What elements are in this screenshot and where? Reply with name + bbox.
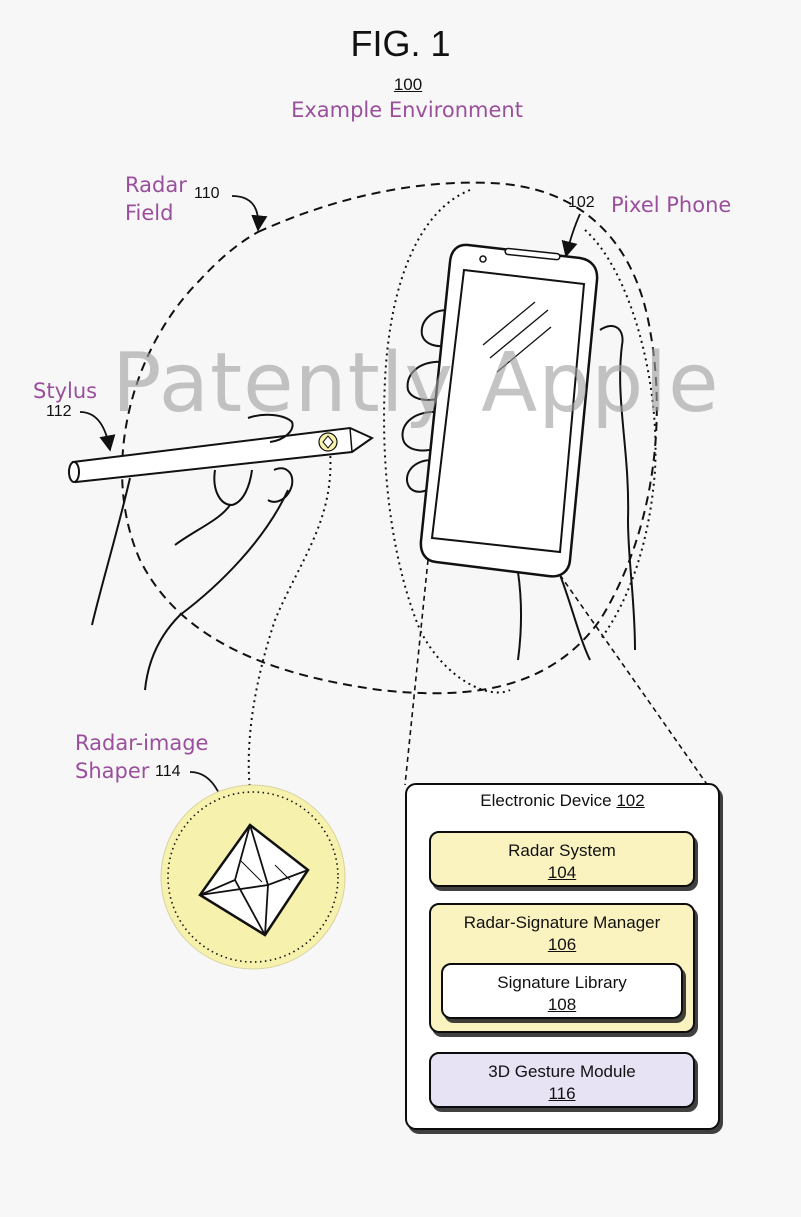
- phone-dotted-region: [383, 189, 511, 694]
- gesture-module-box: [429, 1052, 695, 1108]
- left-hand-drawing: [91, 413, 294, 691]
- right-hand-drawing: [401, 309, 636, 661]
- electronic-device-title: Electronic Device 102: [406, 792, 719, 809]
- stylus-ref: 112: [46, 403, 72, 420]
- radar-field-label-line2: Field: [125, 201, 174, 225]
- radar-system-ref: 104: [547, 863, 577, 882]
- shaper-label-line2: Shaper: [75, 759, 150, 783]
- radar-field-label-line1: Radar: [125, 173, 187, 197]
- phone-projection-left: [404, 559, 429, 786]
- signature-library-label: Signature Library: [497, 973, 627, 992]
- pixel-phone-leader: [561, 213, 581, 258]
- signature-manager-ref: 106: [547, 935, 577, 954]
- radar-system-label: Radar System: [508, 841, 616, 860]
- watermark: Patently Apple: [112, 336, 720, 431]
- signature-manager-label: Radar-Signature Manager: [463, 913, 661, 932]
- radar-field-leader: [231, 195, 268, 232]
- figure-number: 100: [393, 75, 423, 94]
- radar-field-boundary: [121, 181, 658, 695]
- shaper-circle-drawing: [160, 784, 346, 970]
- electronic-device-ref: 102: [616, 791, 645, 810]
- pixel-phone-label: Pixel Phone: [611, 193, 732, 217]
- figure-caption: Example Environment: [291, 98, 523, 122]
- figure-title: FIG. 1: [350, 23, 451, 64]
- electronic-device-title-text: Electronic Device: [480, 791, 612, 810]
- stylus-to-shaper-connector: [247, 449, 332, 791]
- shaper-label-line1: Radar-image: [75, 731, 209, 755]
- signature-library-box: [441, 963, 683, 1019]
- radar-system-box: [429, 831, 695, 887]
- pixel-phone-ref: 102: [568, 194, 595, 211]
- stylus-leader: [79, 411, 116, 452]
- phone-projection-right: [559, 574, 719, 801]
- pixel-phone-drawing: [419, 243, 599, 578]
- gesture-module-ref: 116: [548, 1084, 576, 1103]
- shaper-ref: 114: [155, 763, 181, 780]
- signature-library-ref: 108: [547, 995, 577, 1014]
- phone-dotted-region-right: [584, 229, 657, 641]
- gesture-module-label: 3D Gesture Module: [488, 1062, 636, 1081]
- stylus-drawing: [68, 426, 375, 484]
- stylus-label: Stylus: [33, 379, 98, 403]
- radar-field-ref: 110: [194, 185, 220, 202]
